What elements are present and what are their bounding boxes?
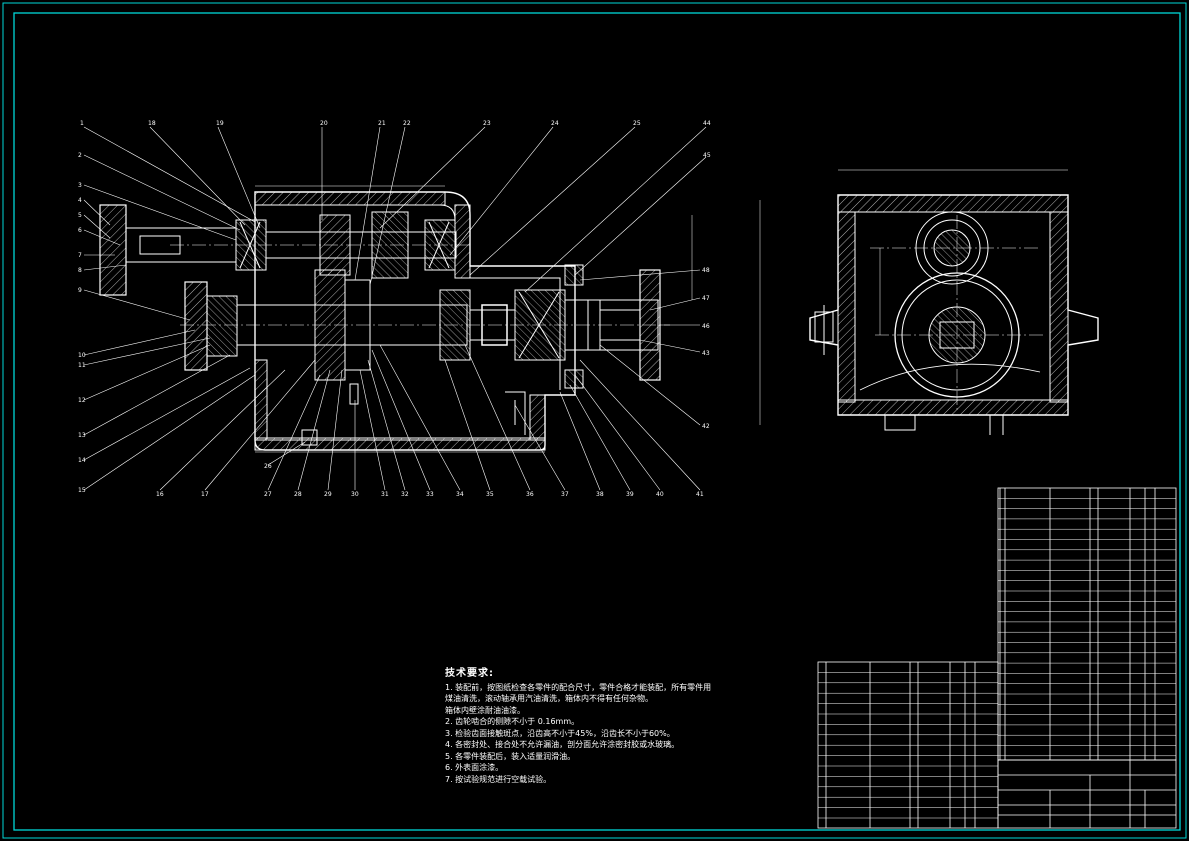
- side-view: [759, 169, 1099, 435]
- svg-text:35: 35: [486, 491, 494, 498]
- svg-text:8: 8: [78, 267, 82, 274]
- svg-text:31: 31: [381, 491, 389, 498]
- svg-text:14: 14: [78, 457, 86, 464]
- svg-text:10: 10: [78, 352, 86, 359]
- svg-text:48: 48: [702, 267, 710, 274]
- svg-text:11: 11: [78, 362, 86, 369]
- svg-text:18: 18: [148, 120, 156, 127]
- svg-text:1: 1: [80, 120, 84, 127]
- tech-item: 5. 各零件装配后，装入适量润滑油。: [445, 751, 576, 761]
- svg-text:29: 29: [324, 491, 332, 498]
- svg-text:2: 2: [78, 152, 82, 159]
- svg-text:12: 12: [78, 397, 86, 404]
- tech-item: 4. 各密封处、接合处不允许漏油，剖分面允许涂密封胶或水玻璃。: [445, 740, 680, 749]
- svg-text:17: 17: [201, 491, 209, 498]
- tech-item: 6. 外表面涂漆。: [445, 763, 504, 772]
- svg-text:38: 38: [596, 491, 604, 498]
- inner-frame: [13, 12, 1181, 831]
- svg-text:15: 15: [78, 487, 86, 494]
- parts-list-upper-rows: [998, 498, 1176, 757]
- svg-text:30: 30: [351, 491, 359, 498]
- svg-text:42: 42: [702, 423, 710, 430]
- svg-text:26: 26: [264, 463, 272, 470]
- svg-text:21: 21: [378, 120, 386, 127]
- svg-text:19: 19: [216, 120, 224, 127]
- svg-text:24: 24: [551, 120, 559, 127]
- title-block: [997, 759, 1177, 829]
- svg-text:37: 37: [561, 491, 569, 498]
- tech-item: 煤油清洗，滚动轴承用汽油清洗，箱体内不得有任何杂物。: [445, 694, 653, 703]
- svg-text:20: 20: [320, 120, 328, 127]
- svg-text:13: 13: [78, 432, 86, 439]
- technical-requirements: 技术要求: 1. 装配前，按图纸检查各零件的配合尺寸，零件合格才能装配，所有零件…: [445, 668, 805, 785]
- svg-text:22: 22: [403, 120, 411, 127]
- svg-text:36: 36: [526, 491, 534, 498]
- svg-text:5: 5: [78, 212, 82, 219]
- svg-text:40: 40: [656, 491, 664, 498]
- svg-text:4: 4: [78, 197, 82, 204]
- svg-text:16: 16: [156, 491, 164, 498]
- svg-text:39: 39: [626, 491, 634, 498]
- svg-text:47: 47: [702, 295, 710, 302]
- tech-item: 2. 齿轮啮合的侧隙不小于 0.16mm。: [445, 717, 580, 726]
- svg-text:41: 41: [696, 491, 704, 498]
- svg-text:23: 23: [483, 120, 491, 127]
- svg-text:25: 25: [633, 120, 641, 127]
- svg-text:34: 34: [456, 491, 464, 498]
- tech-item: 3. 检验齿面接触斑点，沿齿高不小于45%，沿齿长不小于60%。: [445, 728, 675, 738]
- main-section-view: [83, 126, 707, 491]
- svg-text:32: 32: [401, 491, 409, 498]
- svg-text:33: 33: [426, 491, 434, 498]
- parts-list-lower-rows: [818, 672, 998, 819]
- svg-text:46: 46: [702, 323, 710, 330]
- svg-text:3: 3: [78, 182, 82, 189]
- svg-text:7: 7: [78, 252, 82, 259]
- parts-list-upper: [997, 487, 1177, 761]
- svg-text:27: 27: [264, 491, 272, 498]
- svg-text:45: 45: [703, 152, 711, 159]
- tech-item: 箱体内壁涂耐油油漆。: [445, 705, 525, 715]
- svg-text:9: 9: [78, 287, 82, 294]
- svg-text:43: 43: [702, 350, 710, 357]
- svg-text:6: 6: [78, 227, 82, 234]
- svg-text:44: 44: [703, 120, 711, 127]
- tech-item: 1. 装配前，按图纸检查各零件的配合尺寸，零件合格才能装配，所有零件用: [445, 682, 712, 692]
- tech-item: 7. 按试验规范进行空载试验。: [445, 774, 552, 784]
- technical-requirements-title: 技术要求:: [445, 668, 494, 679]
- svg-text:28: 28: [294, 491, 302, 498]
